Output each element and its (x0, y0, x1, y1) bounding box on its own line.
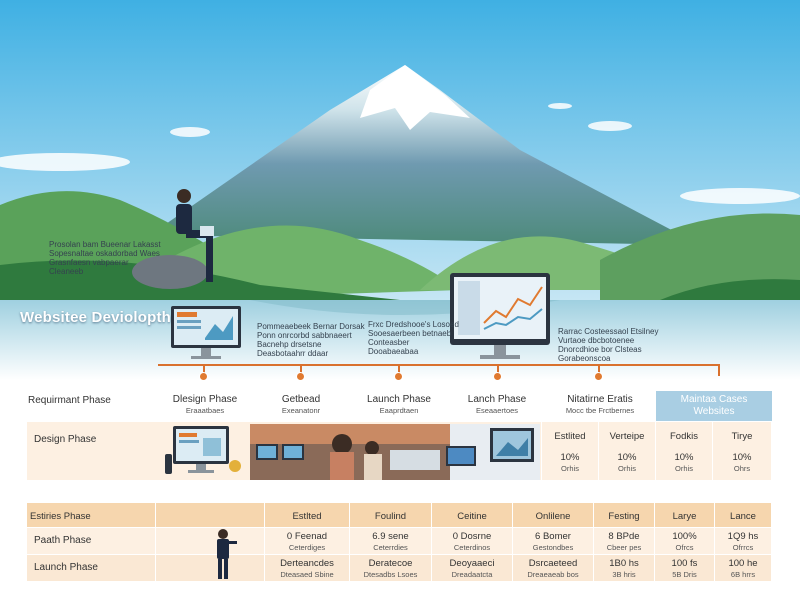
table1-cell: 10%Orhis (617, 452, 637, 473)
hill-right (600, 213, 800, 300)
table2-row (27, 555, 771, 581)
clouds (0, 103, 800, 204)
timeline-dot (394, 372, 403, 381)
table1-header: Tirye (731, 431, 753, 442)
table2-header: Larye (672, 511, 697, 522)
table2-header: Ceitine (457, 511, 487, 522)
table2-header: Estiries Phase (30, 511, 91, 522)
presenter-figure (212, 528, 238, 580)
page-title: Websitee Deviolopth (20, 309, 172, 326)
timeline-dot (296, 372, 305, 381)
seated-man-figure (176, 189, 214, 282)
rock (132, 255, 208, 289)
timeline-tick (497, 364, 499, 376)
timeline-dot (199, 372, 208, 381)
timeline-dot (594, 372, 603, 381)
center-monitor-illustration (450, 273, 550, 363)
table2-header: Festing (608, 511, 640, 522)
table1-cell: 10%Orhis (674, 452, 694, 473)
table1-header: Verteipe (609, 431, 645, 442)
table2-header: Foulind (374, 511, 407, 522)
table2-row (27, 528, 771, 554)
timeline-tick (398, 364, 400, 376)
table2-header: Estlted (292, 511, 322, 522)
timeline-tick (718, 364, 720, 376)
table2-header-row (27, 503, 771, 527)
table1-header: Estlited (554, 431, 586, 442)
table1-cell: 10%Orhis (560, 452, 580, 473)
office-team-photo (250, 424, 540, 480)
table1-row-label: Design Phase (34, 434, 97, 445)
timeline-tick (598, 364, 600, 376)
mountain (150, 65, 700, 245)
left-monitor-illustration (171, 306, 241, 361)
phase-label: Requirmant Phase (28, 395, 111, 406)
table2-cell: 100%Ofrcs (672, 531, 697, 552)
design-monitor-illustration (163, 424, 243, 478)
timeline-line (158, 364, 720, 366)
table2-header: Lance (730, 511, 756, 522)
table1-cell: 10%Ohrs (732, 452, 752, 473)
table2-header: Onlilene (535, 511, 571, 522)
timeline-dot (493, 372, 502, 381)
timeline-tick (203, 364, 205, 376)
table1-header: Fodkis (670, 431, 698, 442)
mountain-landscape (0, 0, 800, 380)
table2-row-label: Launch Phase (34, 562, 98, 573)
table2-row-label: Paath Phase (34, 535, 92, 546)
timeline-tick (300, 364, 302, 376)
